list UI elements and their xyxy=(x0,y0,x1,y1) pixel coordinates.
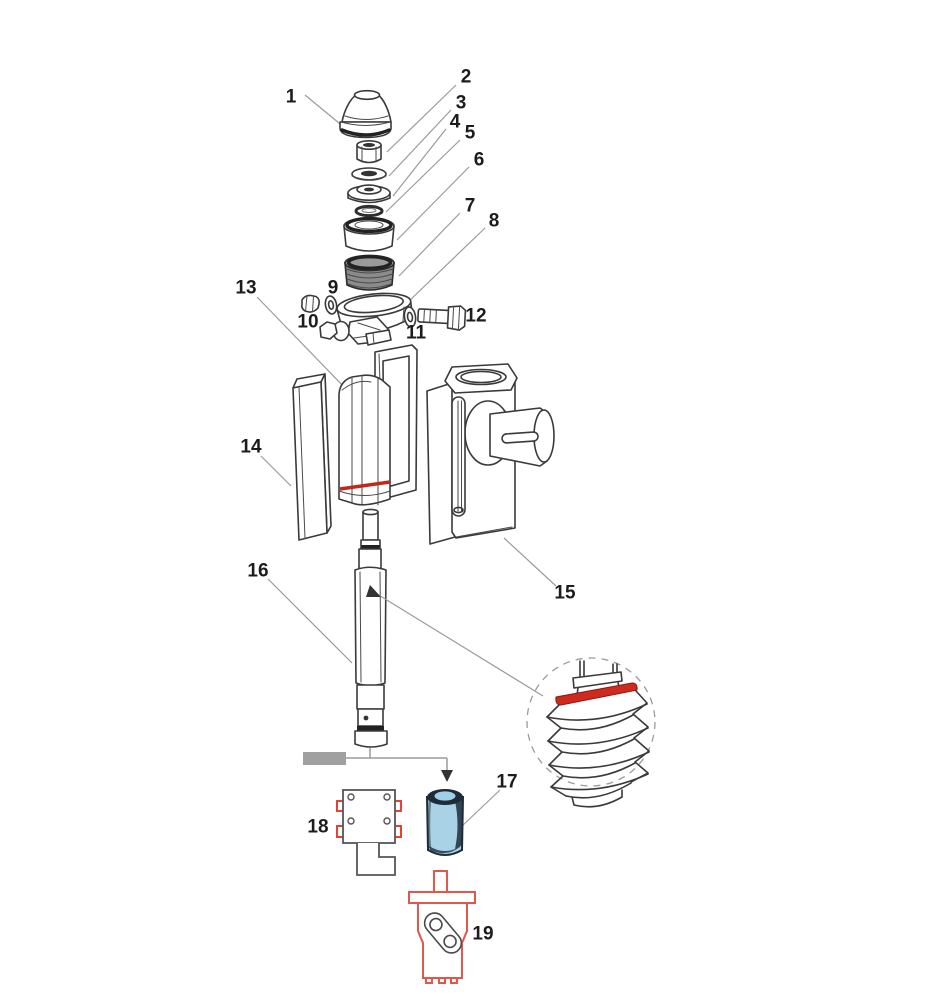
leader-line-5 xyxy=(385,139,461,213)
leader-line-17 xyxy=(460,789,501,828)
callout-label-16: 16 xyxy=(247,561,268,582)
motor-mount-holes xyxy=(423,912,463,954)
detail-pointer-line xyxy=(376,593,544,697)
part-16-shaft xyxy=(354,508,388,748)
red-tab xyxy=(395,825,402,838)
part-18-mount-block xyxy=(336,789,402,876)
leader-line-14 xyxy=(260,455,292,487)
leader-line-6 xyxy=(396,166,470,241)
part-3-washer xyxy=(351,167,387,181)
leader-line-4 xyxy=(392,128,447,197)
leader-line-13 xyxy=(256,296,347,390)
callout-label-3: 3 xyxy=(456,93,467,114)
callout-label-13: 13 xyxy=(235,278,256,299)
leader-line-2 xyxy=(386,84,457,153)
down-arrow-icon xyxy=(441,770,453,782)
boot-highlight-band xyxy=(555,682,638,706)
callout-label-2: 2 xyxy=(461,67,472,88)
callouts-layer xyxy=(256,84,557,828)
wear-indicator-stripe xyxy=(339,480,391,491)
part-11-washer xyxy=(403,306,417,328)
detail-view-boot xyxy=(526,657,656,808)
part-12-bolt xyxy=(417,305,467,331)
connector-gray-bar xyxy=(303,752,346,765)
red-tab xyxy=(336,825,343,838)
callout-label-12: 12 xyxy=(465,306,486,327)
part-9-washer xyxy=(324,295,338,315)
part-5-o-ring xyxy=(354,204,384,218)
callout-label-11: 11 xyxy=(406,323,427,344)
callout-label-7: 7 xyxy=(465,196,476,217)
part-2-nut xyxy=(356,140,382,164)
clamp-collar xyxy=(319,292,414,346)
callout-label-10: 10 xyxy=(297,312,318,333)
callout-label-6: 6 xyxy=(474,150,485,171)
red-tab xyxy=(336,800,343,812)
detail-circle xyxy=(526,657,656,787)
leader-line-15 xyxy=(503,537,557,587)
up-left-arrow-icon xyxy=(366,585,381,597)
part-7-threaded-bushing xyxy=(344,254,395,291)
part-1-dust-cap xyxy=(339,89,392,139)
callout-label-4: 4 xyxy=(450,112,461,133)
callout-label-18: 18 xyxy=(307,817,328,838)
callout-label-9: 9 xyxy=(328,278,339,299)
part-4-bearing xyxy=(347,184,391,204)
callout-label-15: 15 xyxy=(554,583,576,604)
assembly-connector xyxy=(303,748,453,782)
callout-label-19: 19 xyxy=(472,924,493,945)
part-6-seal-cup xyxy=(343,216,395,252)
part-15-housing xyxy=(426,363,555,545)
part-17-coupler xyxy=(425,789,465,856)
part-13-guide-bracket xyxy=(338,374,391,506)
callout-label-17: 17 xyxy=(496,772,517,793)
part-14-flat-bar xyxy=(292,373,332,541)
red-tab xyxy=(395,800,402,812)
callout-label-8: 8 xyxy=(489,211,500,232)
leader-line-1 xyxy=(304,94,346,129)
detail-pointer xyxy=(366,585,544,697)
part-19-motor xyxy=(408,870,476,984)
callout-label-14: 14 xyxy=(240,437,262,458)
leader-line-8 xyxy=(406,227,486,304)
callout-label-1: 1 xyxy=(286,87,297,108)
part-10-nut xyxy=(301,294,320,313)
leader-line-3 xyxy=(388,109,452,177)
leader-line-7 xyxy=(398,212,461,277)
leader-line-16 xyxy=(267,578,353,664)
callout-label-5: 5 xyxy=(465,123,476,144)
